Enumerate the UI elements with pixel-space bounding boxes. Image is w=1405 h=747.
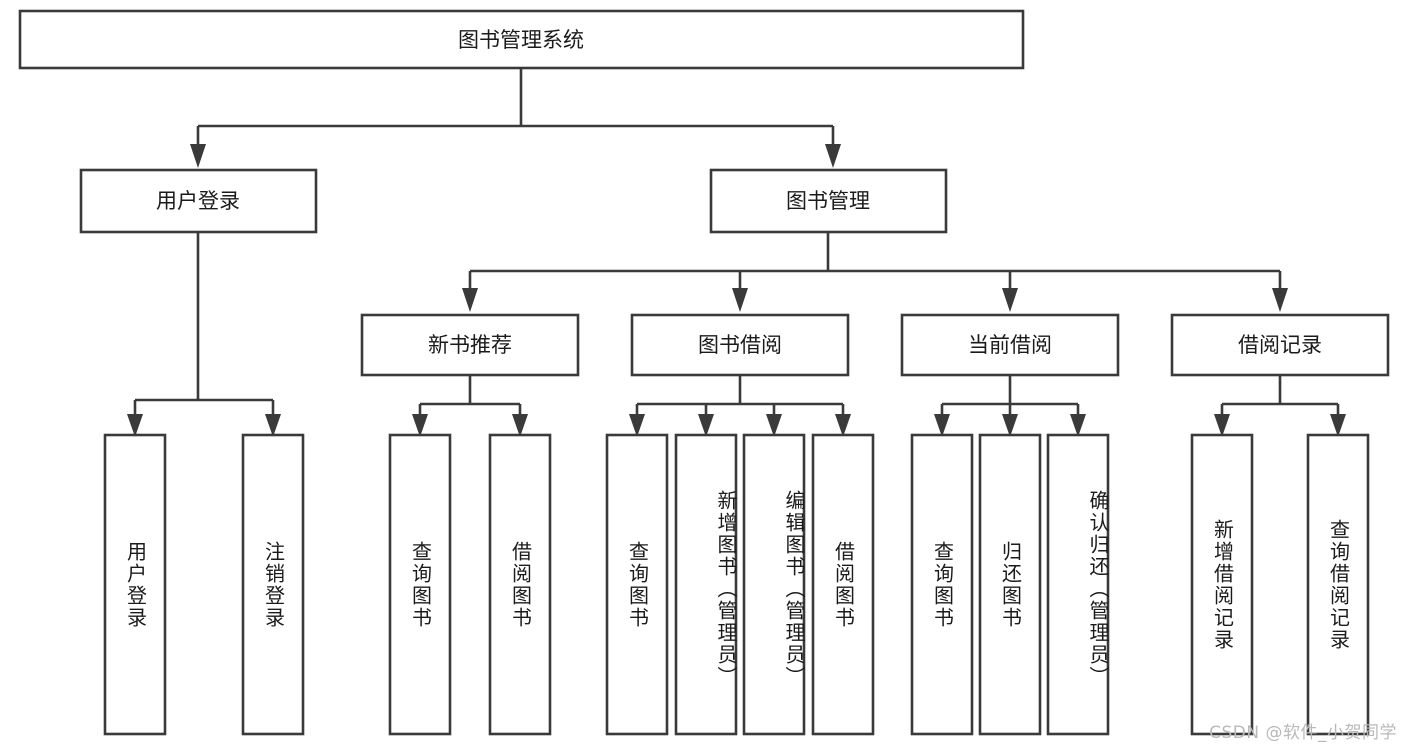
node-user-login[interactable]: 用户登录 xyxy=(79,168,318,234)
arrow-head-leaf-add-record xyxy=(1214,414,1230,437)
node-root-label: 图书管理系统 xyxy=(458,28,584,52)
arrow-head-user-login xyxy=(190,144,206,168)
arrow-head-leaf-borrow-book-1 xyxy=(512,414,528,437)
leaf-box-borrow-book-1[interactable] xyxy=(488,433,552,736)
arrow-head-leaf-query-book-2 xyxy=(629,414,645,437)
connector-new-book-recommend-to-leaves xyxy=(412,375,528,437)
arrow-head-borrow-record xyxy=(1272,288,1288,312)
node-root-box[interactable] xyxy=(18,9,1025,70)
node-user-login-box[interactable] xyxy=(79,168,318,234)
arrow-head-book-manage xyxy=(825,144,841,168)
leaf-box-user-login[interactable] xyxy=(103,433,167,736)
connector-current-borrow-to-leaves xyxy=(934,375,1086,437)
leaf-box-query-record[interactable] xyxy=(1306,433,1370,736)
connector-user-login-to-leaves xyxy=(127,232,281,437)
leaf-box-confirm-return[interactable] xyxy=(1046,433,1110,736)
connector-root-to-level1 xyxy=(190,68,841,168)
node-new-book-recommend-label: 新书推荐 xyxy=(428,333,512,357)
node-user-login-label: 用户登录 xyxy=(156,189,240,213)
arrow-head-leaf-return-book xyxy=(1002,414,1018,437)
node-new-book-recommend[interactable]: 新书推荐 xyxy=(360,313,580,377)
node-current-borrow[interactable]: 当前借阅 xyxy=(900,313,1120,377)
leaf-box-add-record[interactable] xyxy=(1190,433,1254,736)
arrow-head-leaf-add-book xyxy=(698,414,714,437)
leaf-box-query-book-1[interactable] xyxy=(388,433,452,736)
arrow-head-leaf-confirm-return xyxy=(1070,414,1086,437)
node-new-book-recommend-box[interactable] xyxy=(360,313,580,377)
node-borrow-record[interactable]: 借阅记录 xyxy=(1170,313,1390,377)
csdn-watermark: CSDN @软件_小贺同学 xyxy=(1209,723,1397,743)
connector-borrow-record-to-leaves xyxy=(1214,375,1346,437)
arrow-head-leaf-query-record xyxy=(1330,414,1346,437)
leaf-box-query-book-2[interactable] xyxy=(605,433,669,736)
leaf-box-add-book[interactable] xyxy=(674,433,738,736)
leaf-box-borrow-book-2[interactable] xyxy=(811,433,875,736)
leaf-box-query-book-3[interactable] xyxy=(910,433,974,736)
connector-book-manage-to-level2 xyxy=(462,232,1288,312)
leaf-box-edit-book[interactable] xyxy=(742,433,806,736)
connector-book-borrow-to-leaves xyxy=(629,375,851,437)
arrow-head-book-borrow xyxy=(732,288,748,312)
arrow-head-leaf-edit-book xyxy=(766,414,782,437)
arrow-head-new-book-recommend xyxy=(462,288,478,312)
leaf-box-return-book[interactable] xyxy=(978,433,1042,736)
leaf-box-logout-login[interactable] xyxy=(241,433,305,736)
node-borrow-record-label: 借阅记录 xyxy=(1238,333,1322,357)
arrow-head-leaf-user-login xyxy=(127,414,143,437)
arrow-head-leaf-query-book-1 xyxy=(412,414,428,437)
node-book-borrow-label: 图书借阅 xyxy=(698,333,782,357)
node-book-manage-label: 图书管理 xyxy=(786,189,870,213)
node-book-manage[interactable]: 图书管理 xyxy=(709,168,948,234)
node-current-borrow-box[interactable] xyxy=(900,313,1120,377)
node-book-borrow[interactable]: 图书借阅 xyxy=(630,313,850,377)
arrow-head-leaf-logout-login xyxy=(265,414,281,437)
arrow-head-leaf-query-book-3 xyxy=(934,414,950,437)
node-root[interactable]: 图书管理系统 xyxy=(18,9,1025,70)
arrow-head-leaf-borrow-book-2 xyxy=(835,414,851,437)
arrow-head-current-borrow xyxy=(1002,288,1018,312)
node-current-borrow-label: 当前借阅 xyxy=(968,333,1052,357)
